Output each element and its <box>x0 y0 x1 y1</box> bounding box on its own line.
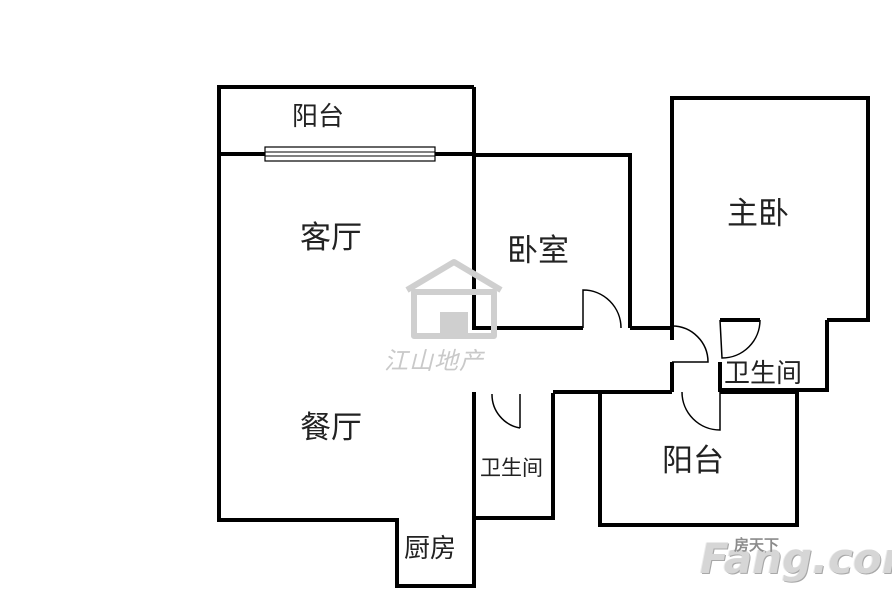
room-label-master-bedroom: 主卧 <box>727 196 789 232</box>
bedroom-door-swing <box>582 289 622 329</box>
site-brand-cn-watermark: 房天下 <box>734 536 780 554</box>
room-label-balcony-bottom: 阳台 <box>662 443 724 479</box>
room-label-kitchen: 厨房 <box>404 534 457 564</box>
agency-logo-icon <box>405 259 503 339</box>
left-bathroom-door-swing <box>491 393 521 429</box>
balcony-door-swing <box>681 391 721 431</box>
walls <box>217 85 870 588</box>
left-outer-wall <box>217 85 555 588</box>
room-label-living-room: 客厅 <box>300 220 362 256</box>
bottom-balcony-wall <box>598 390 799 527</box>
agency-watermark-text: 江山地产 <box>384 347 484 375</box>
master-bedroom-wall <box>670 96 870 340</box>
site-brand-watermark: Fang.com <box>700 534 892 583</box>
room-label-balcony-top: 阳台 <box>292 102 345 132</box>
corridor-door-swing <box>671 325 709 363</box>
balcony-window <box>264 146 436 162</box>
room-label-dining-room: 餐厅 <box>300 410 362 446</box>
room-label-bathroom-right: 卫生间 <box>724 359 803 389</box>
room-label-bedroom: 卧室 <box>507 233 569 269</box>
room-label-bathroom-left: 卫生间 <box>480 456 543 480</box>
doors <box>491 289 761 431</box>
bedroom-bottom-wall <box>472 155 583 330</box>
master-bedroom-door-swing <box>719 319 761 359</box>
bedroom-wall <box>474 153 632 328</box>
